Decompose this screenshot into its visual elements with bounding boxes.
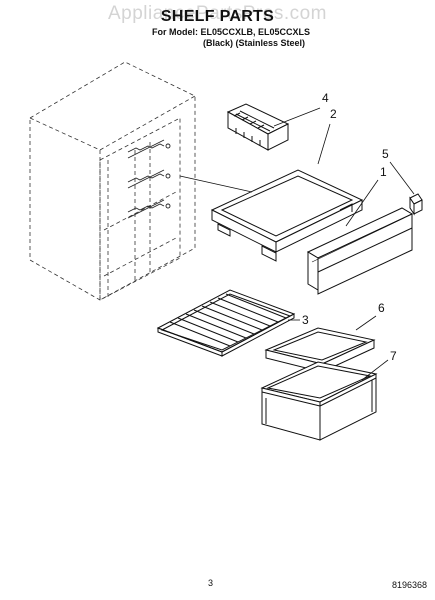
- callout-3: 3: [302, 313, 309, 327]
- leader-lines: [179, 107, 415, 381]
- shelf-support-rails: [127, 139, 171, 219]
- page-title: SHELF PARTS: [160, 8, 275, 25]
- callout-2: 2: [330, 107, 337, 121]
- chiller-tray: [210, 169, 364, 262]
- callout-4: 4: [322, 91, 329, 105]
- crisper-drawer: [260, 361, 378, 441]
- wire-shelf: [156, 289, 296, 357]
- model-line: For Model: EL05CCXLB, EL05CCXLS: [152, 27, 311, 37]
- callout-1: 1: [380, 165, 387, 179]
- door-bracket: [409, 193, 423, 216]
- chiller-door: [306, 207, 414, 295]
- watermark: AppliancePartsPros.com: [107, 3, 328, 24]
- callout-5: 5: [382, 147, 389, 161]
- ice-cube-tray: [226, 103, 290, 151]
- callout-6: 6: [378, 301, 385, 315]
- callout-7: 7: [390, 349, 397, 363]
- page-number: 3: [208, 578, 214, 588]
- cabinet-outline: [29, 61, 196, 301]
- document-code: 8196368: [392, 580, 428, 590]
- variants-line: (Black) (Stainless Steel): [203, 38, 306, 48]
